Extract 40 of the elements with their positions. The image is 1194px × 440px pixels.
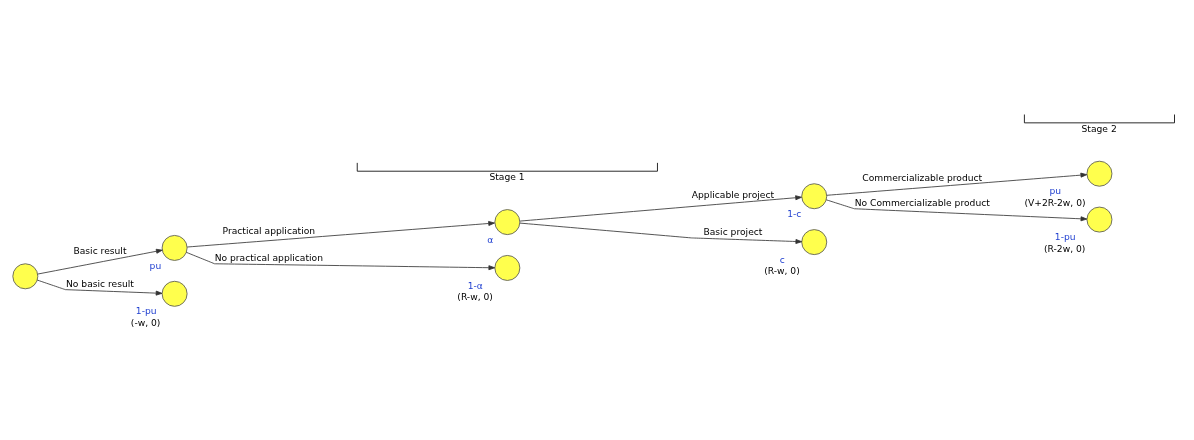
- node-label: pu: [149, 259, 162, 271]
- node-label: 1-pu: [1054, 231, 1076, 243]
- node-circle: [801, 229, 828, 256]
- node-circle: [1086, 160, 1113, 187]
- edge-label: No Commercializable product: [854, 197, 990, 209]
- arrow: [519, 222, 803, 244]
- arrow: [185, 251, 496, 271]
- edge-label: Basic result: [73, 244, 127, 256]
- node-label: 1-c: [787, 207, 802, 219]
- node-label: (V+2R-2w, 0): [1024, 197, 1086, 209]
- node-circle: [161, 280, 188, 307]
- node-circle: [494, 255, 521, 281]
- node-label: α: [487, 233, 494, 245]
- node-circle: [12, 263, 39, 290]
- node-label: (R-w, 0): [457, 291, 493, 303]
- arrow: [37, 248, 163, 275]
- arrow: [186, 221, 495, 248]
- edge-label: Practical application: [222, 225, 316, 237]
- label: Stage 2: [1081, 122, 1117, 134]
- arrow: [519, 195, 802, 222]
- edge-label: No practical application: [214, 252, 324, 264]
- label: Stage 1: [489, 171, 525, 183]
- node-label: (R-2w, 0): [1044, 242, 1086, 254]
- node-label: 1-α: [467, 279, 483, 291]
- node-label: (-w, 0): [130, 317, 161, 329]
- edge-label: Applicable project: [691, 188, 775, 200]
- edge-label: No basic result: [65, 277, 134, 289]
- arrow: [36, 279, 163, 296]
- node-label: pu: [1049, 185, 1062, 197]
- node-circle: [494, 209, 521, 235]
- node-circle: [161, 235, 188, 261]
- edge-label: Basic project: [703, 226, 763, 238]
- arrow: [826, 199, 1088, 222]
- node-label: 1-pu: [135, 305, 157, 317]
- node-circle: [801, 183, 828, 210]
- arrow: [826, 172, 1088, 196]
- node-label: c: [779, 253, 785, 265]
- edge-label: Commercializable product: [862, 172, 983, 184]
- node-label: (R-w, 0): [764, 265, 800, 277]
- node-circle: [1086, 206, 1113, 233]
